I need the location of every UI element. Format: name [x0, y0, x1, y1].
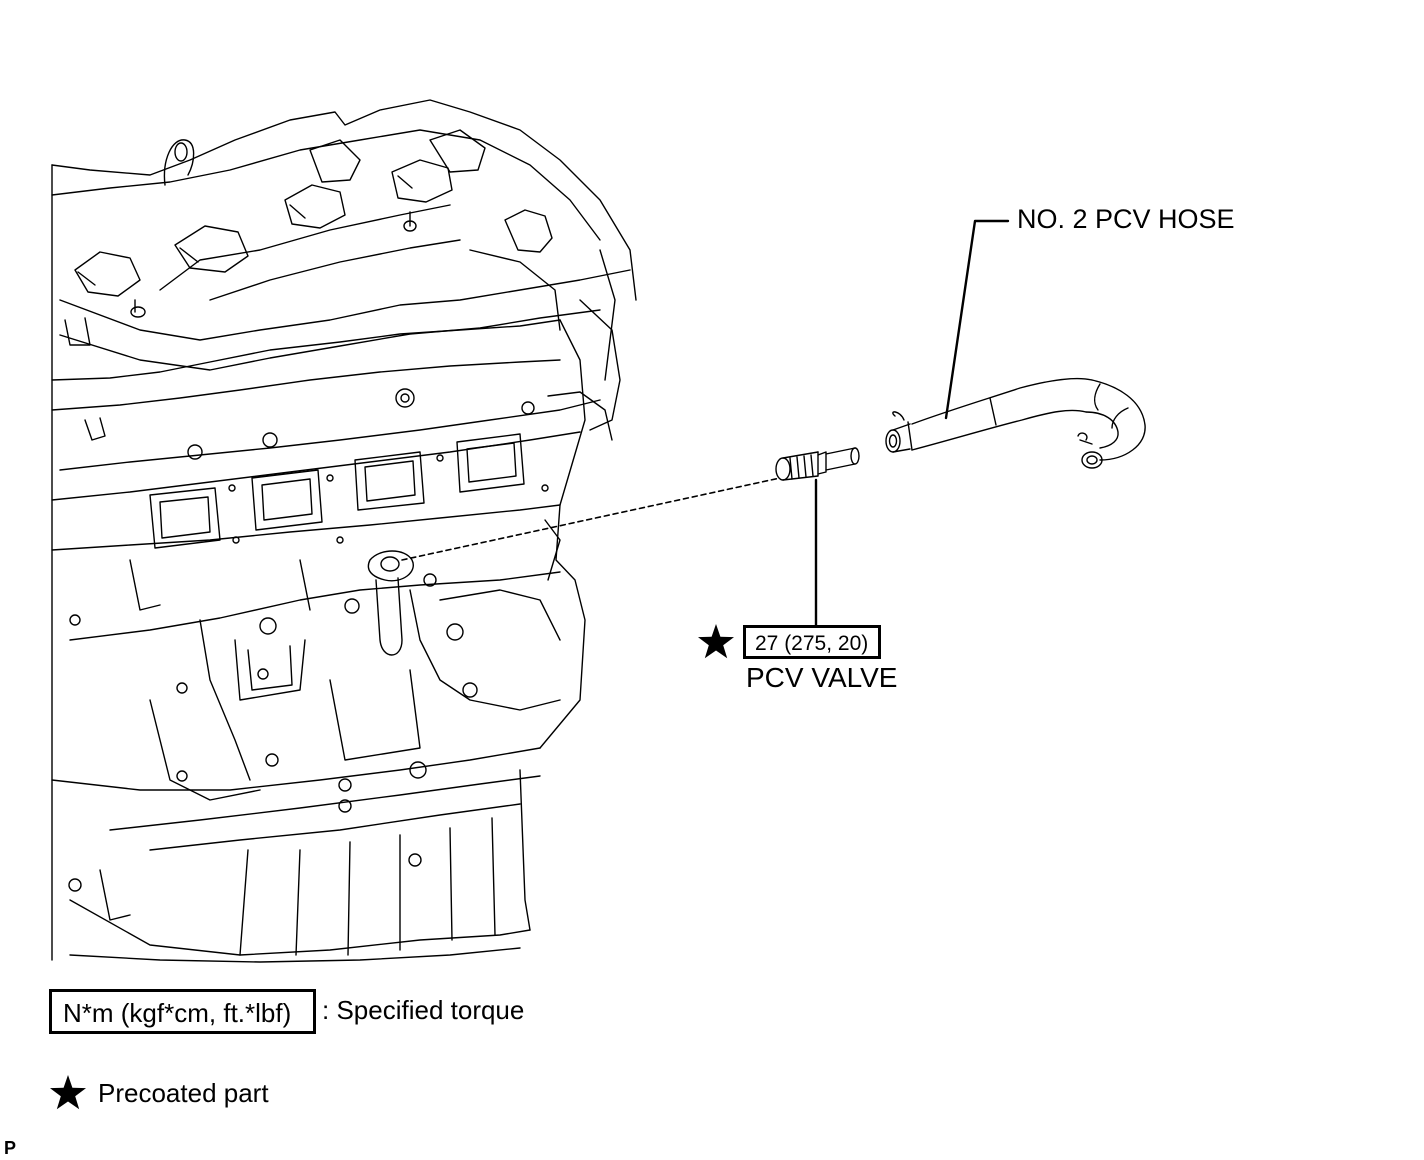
- legend-torque-box: N*m (kgf*cm, ft.*lbf): [49, 989, 316, 1034]
- legend-torque-units: N*m (kgf*cm, ft.*lbf): [63, 998, 292, 1028]
- hose-callout-leader: [944, 219, 1010, 420]
- hose-label: NO. 2 PCV HOSE: [1017, 204, 1235, 234]
- legend-precoated-description: Precoated part: [98, 1078, 269, 1108]
- installation-leader-line: [401, 477, 781, 561]
- corner-code: P: [4, 1138, 17, 1158]
- pcv-valve-drawing: [775, 447, 860, 481]
- star-icon: [50, 1075, 86, 1110]
- engine-block-drawing: [51, 99, 637, 963]
- valve-torque-box: 27 (275, 20): [743, 625, 881, 659]
- star-icon: [698, 624, 734, 659]
- legend-torque-description: : Specified torque: [322, 995, 525, 1025]
- pcv-hose-drawing: [885, 377, 1146, 469]
- valve-label: PCV VALVE: [746, 662, 898, 693]
- valve-torque-value: 27 (275, 20): [755, 632, 869, 655]
